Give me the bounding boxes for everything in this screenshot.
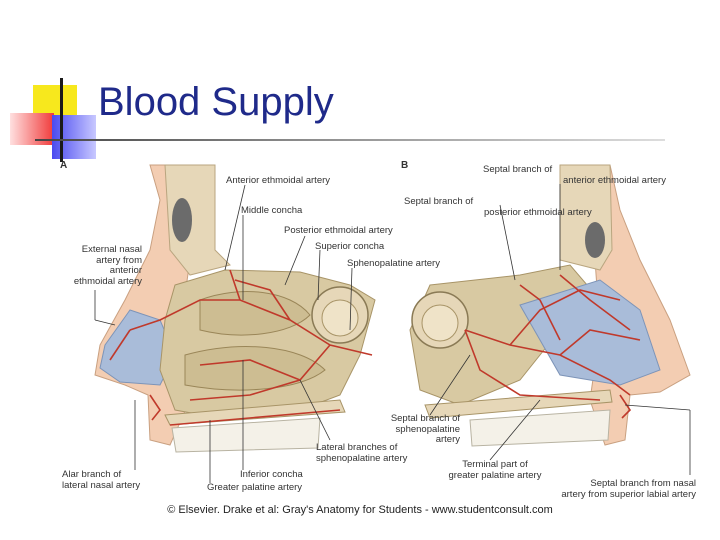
panel-b-palate xyxy=(424,389,613,419)
panel-a-drawing xyxy=(94,164,376,453)
label-posterior-ethmoidal-artery: Posterior ethmoidal artery xyxy=(284,225,393,236)
label-superior-concha: Superior concha xyxy=(315,241,385,252)
label-septal-branch-posterior-ethmoidal: Septal branch of posterior ethmoidal art… xyxy=(404,196,592,218)
panel-b-septal-cartilage xyxy=(519,279,661,386)
label-septal-branch-superior-labial: Septal branch from nasal artery from sup… xyxy=(561,478,696,500)
label-middle-concha: Middle concha xyxy=(241,205,303,216)
panel-a-teeth xyxy=(171,417,321,453)
deco-blue-square xyxy=(52,115,96,159)
panel-a-inferior-concha xyxy=(184,346,326,391)
page-title: Blood Supply xyxy=(98,80,334,124)
deco-horizontal-line xyxy=(35,139,665,141)
label-inferior-concha: Inferior concha xyxy=(240,469,303,480)
label-alar-branch: Alar branch of lateral nasal artery xyxy=(62,469,141,491)
panel-b-arteries xyxy=(464,274,641,419)
panel-a-letter: A xyxy=(60,160,68,171)
leader-lines xyxy=(94,184,691,483)
panel-b-frontal-sinus xyxy=(585,222,605,258)
panel-b-teeth xyxy=(469,409,611,447)
panel-a-arteries xyxy=(109,269,373,426)
label-sphenopalatine-artery: Sphenopalatine artery xyxy=(347,258,440,269)
label-external-nasal-artery: External nasal artery from anterior ethm… xyxy=(73,244,142,287)
panel-a-middle-concha xyxy=(199,291,311,336)
label-terminal-greater-palatine: Terminal part of greater palatine artery xyxy=(448,459,542,481)
panel-a-frontal-bone xyxy=(164,164,231,276)
panel-a-palate xyxy=(164,399,346,426)
label-septal-branch-sphenopalatine: Septal branch of sphenopalatine artery xyxy=(390,413,460,445)
label-anterior-ethmoidal-artery: Anterior ethmoidal artery xyxy=(226,175,331,186)
label-greater-palatine-artery: Greater palatine artery xyxy=(207,482,303,493)
panel-a-frontal-sinus xyxy=(172,198,192,242)
panel-b-letter: B xyxy=(401,160,409,171)
deco-vertical-line xyxy=(60,78,63,162)
label-lateral-branches-sphenopalatine: Lateral branches of sphenopalatine arter… xyxy=(316,442,408,464)
panel-b-drawing xyxy=(409,164,691,447)
copyright-credit: © Elsevier. Drake et al: Gray's Anatomy … xyxy=(167,504,553,516)
label-septal-branch-anterior-ethmoidal: Septal branch of anterior ethmoidal arte… xyxy=(483,164,666,186)
